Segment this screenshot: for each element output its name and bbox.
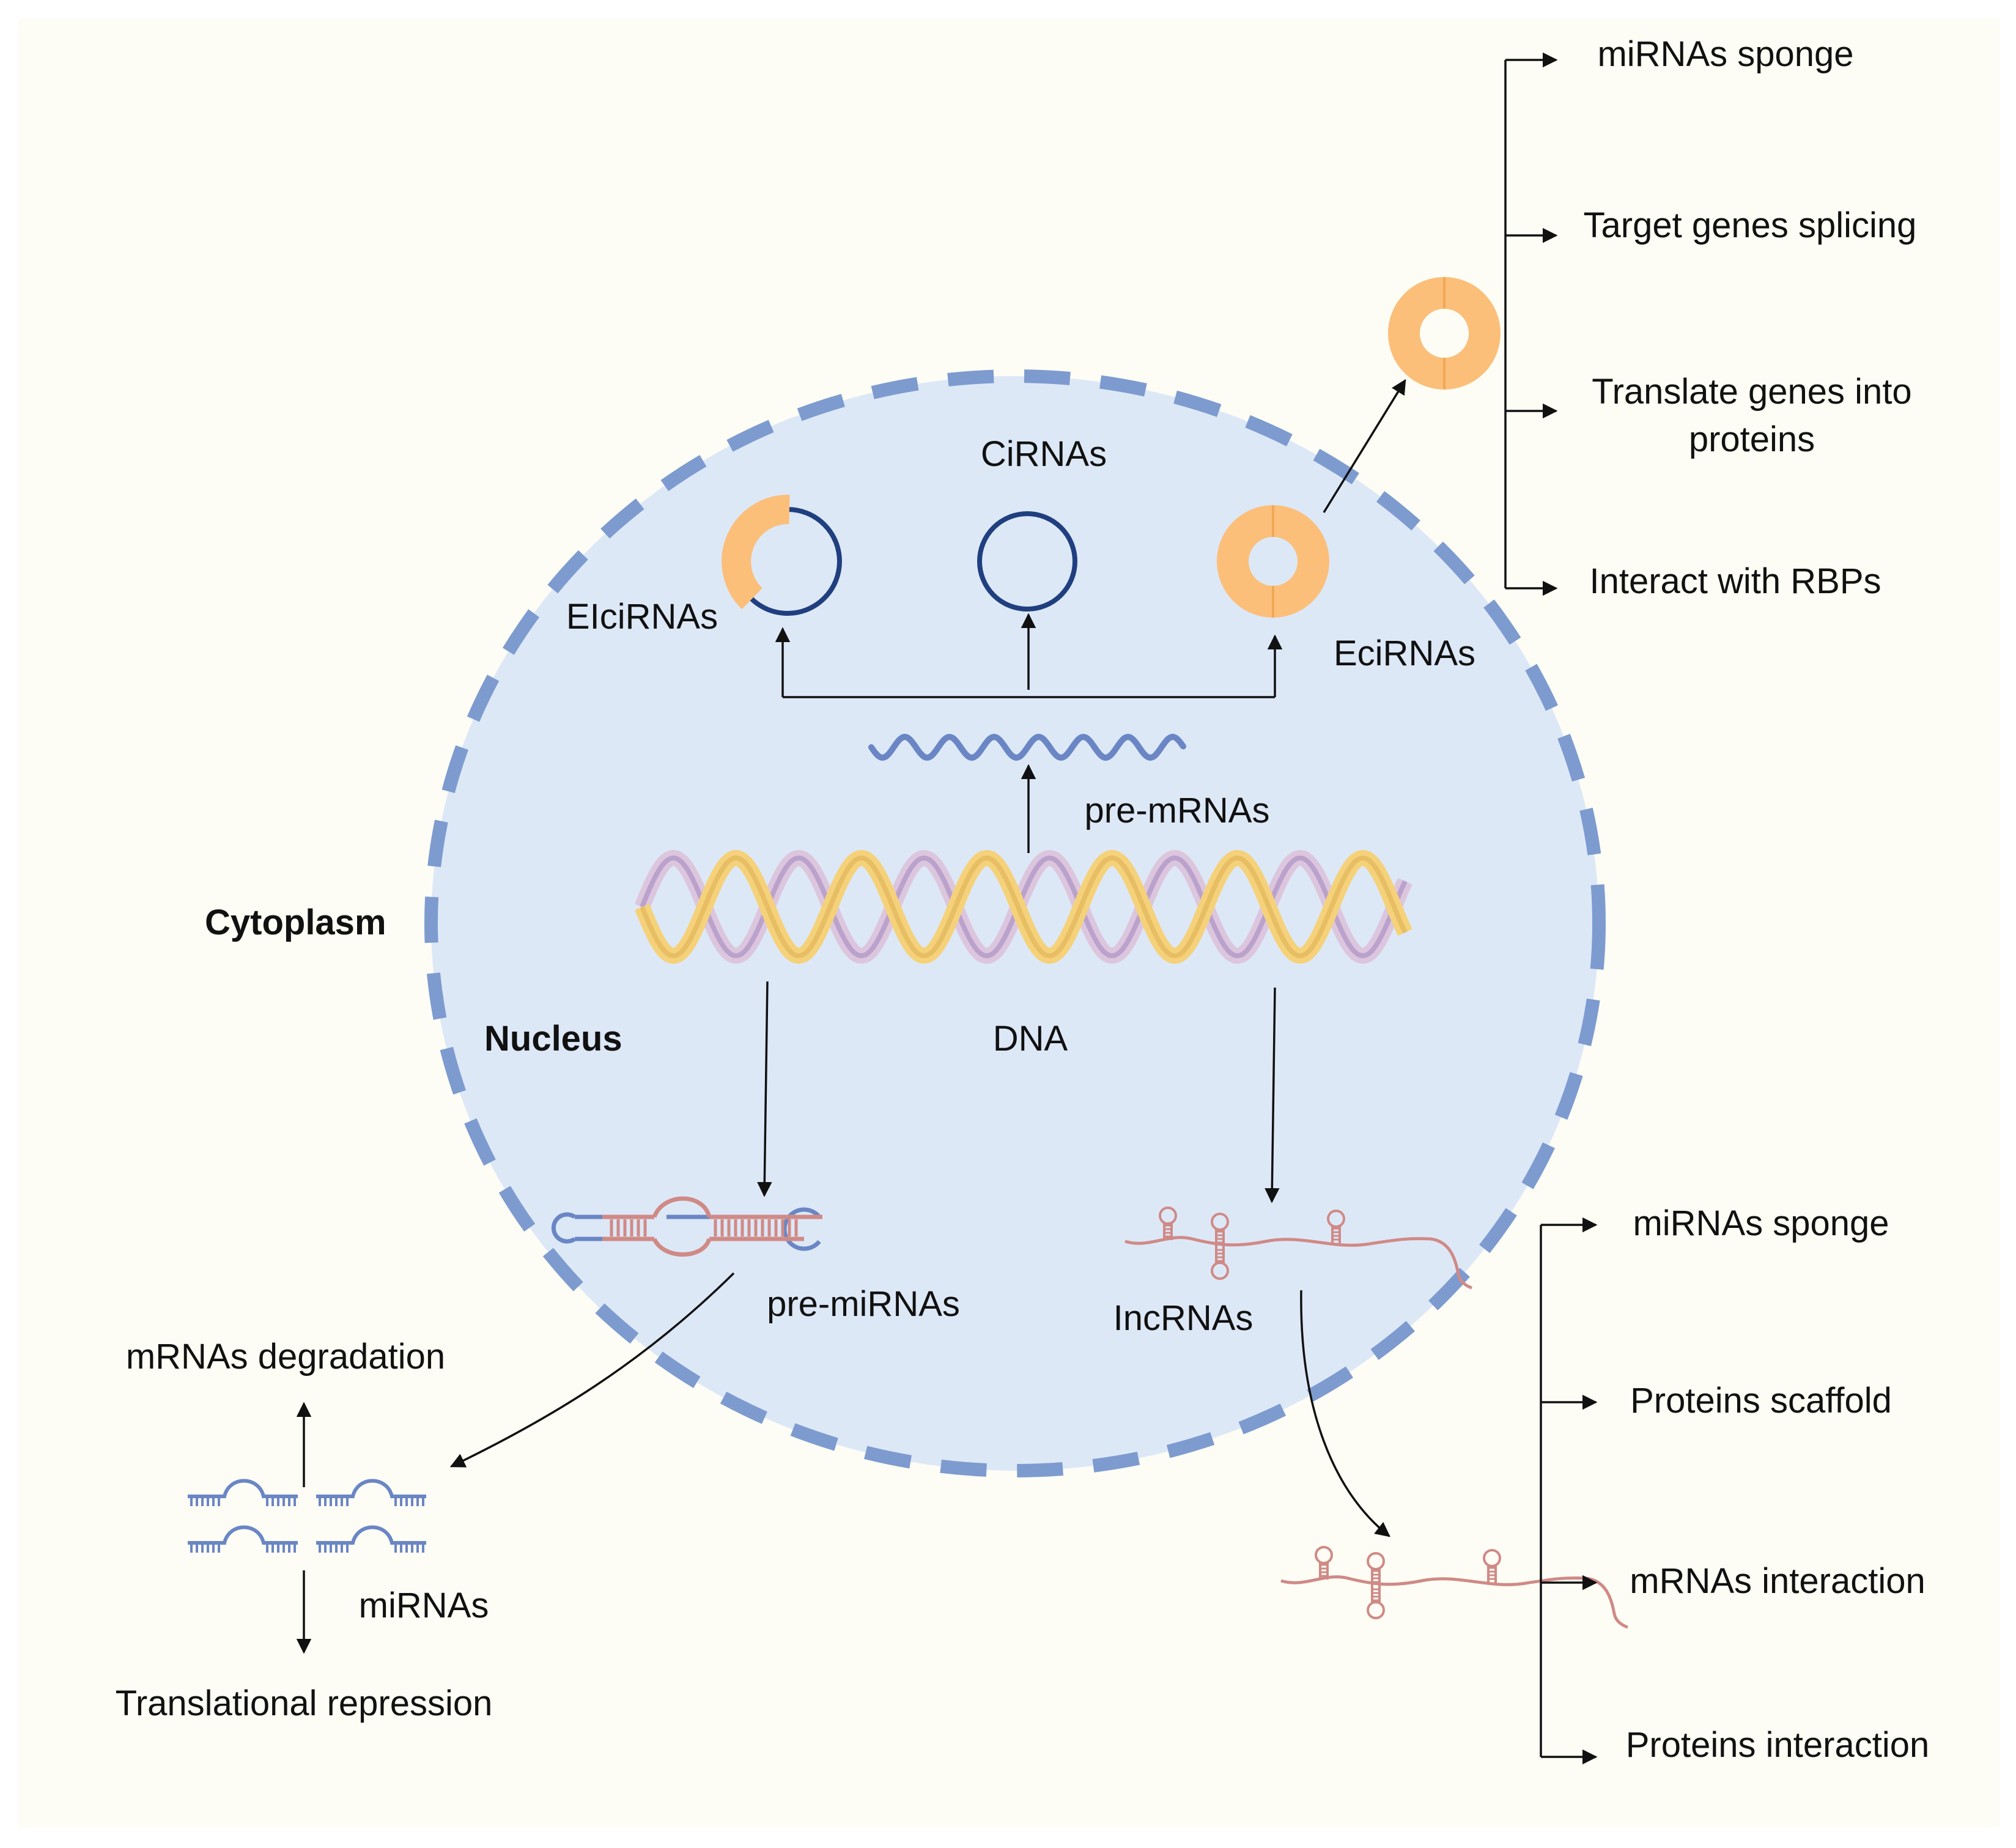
ecirnas-label: EciRNAs (1334, 634, 1475, 673)
mirna-part (316, 1525, 426, 1545)
pre-mirnas-label: pre-miRNAs (767, 1284, 960, 1324)
cytoplasm-label: Cytoplasm (205, 903, 386, 942)
elcirna-icon (722, 495, 842, 616)
pre-mrnas-label: pre-mRNAs (1085, 791, 1270, 830)
arrow-ecirna-export (1323, 379, 1406, 513)
ecirna-icon (1217, 505, 1329, 618)
lncrna-function-3: mRNAs interaction (1630, 1561, 1925, 1601)
ecirna-function-1: miRNAs sponge (1597, 34, 1853, 74)
lncrna-part (1367, 1552, 1385, 1570)
lncrna-icon (1124, 1207, 1472, 1290)
mirna-function-down: Translational repression (116, 1684, 493, 1723)
cirna-icon (977, 511, 1077, 612)
lncrna-part (1315, 1546, 1333, 1564)
ecirna-function-bracket (1504, 52, 1558, 596)
arrow-dna-to-lncrna (1265, 987, 1280, 1203)
arrow-premirna-to-mirnas (449, 1272, 735, 1468)
lncrna-part (1327, 1210, 1345, 1228)
lncrna-function-2: Proteins scaffold (1630, 1381, 1892, 1421)
nucleus-label: Nucleus (484, 1019, 622, 1059)
ecirna-function-3b: proteins (1689, 419, 1815, 459)
pre-mirna-icon (551, 1196, 822, 1257)
lncrna-part (1211, 1213, 1229, 1231)
mirna-part (188, 1525, 298, 1545)
mirnas-icon (188, 1479, 426, 1553)
dna-strand-front-edge (640, 855, 1408, 959)
dna-strand-front (634, 849, 1412, 964)
dna-helix (634, 849, 1412, 964)
ecirna-exported-icon (1388, 277, 1501, 390)
mirnas-label: miRNAs (359, 1586, 489, 1625)
lncrna-part (1159, 1207, 1177, 1225)
lncrna-function-4: Proteins interaction (1626, 1725, 1929, 1765)
pre-mrna-wave (868, 733, 1186, 761)
cirnas-label: CiRNAs (981, 434, 1107, 474)
lncrna-function-bracket (1540, 1217, 1598, 1765)
ecirna-function-4: Interact with RBPs (1589, 561, 1881, 601)
lncrna-exported-icon (1280, 1546, 1628, 1629)
lncrna-part (1280, 1575, 1628, 1629)
dna-label: DNA (993, 1019, 1068, 1059)
lncrna-part (1367, 1601, 1385, 1619)
mirna-function-up: mRNAs degradation (126, 1337, 445, 1377)
lncrna-function-1: miRNAs sponge (1633, 1203, 1889, 1243)
mirna-part (316, 1479, 426, 1498)
arrow-dna-to-premirna (757, 981, 772, 1197)
arrow-lncrna-export (1300, 1290, 1390, 1537)
ecirna-function-3: Translate genes into (1592, 372, 1911, 412)
ecirna-function-2: Target genes splicing (1584, 205, 1917, 245)
lncrna-part (1483, 1549, 1501, 1567)
lncrnas-label: IncRNAs (1113, 1298, 1254, 1338)
mirna-part (188, 1479, 298, 1498)
elcirnas-label: EIciRNAs (566, 597, 718, 637)
lncrna-part (1211, 1262, 1229, 1280)
lncrna-part (1124, 1236, 1472, 1290)
